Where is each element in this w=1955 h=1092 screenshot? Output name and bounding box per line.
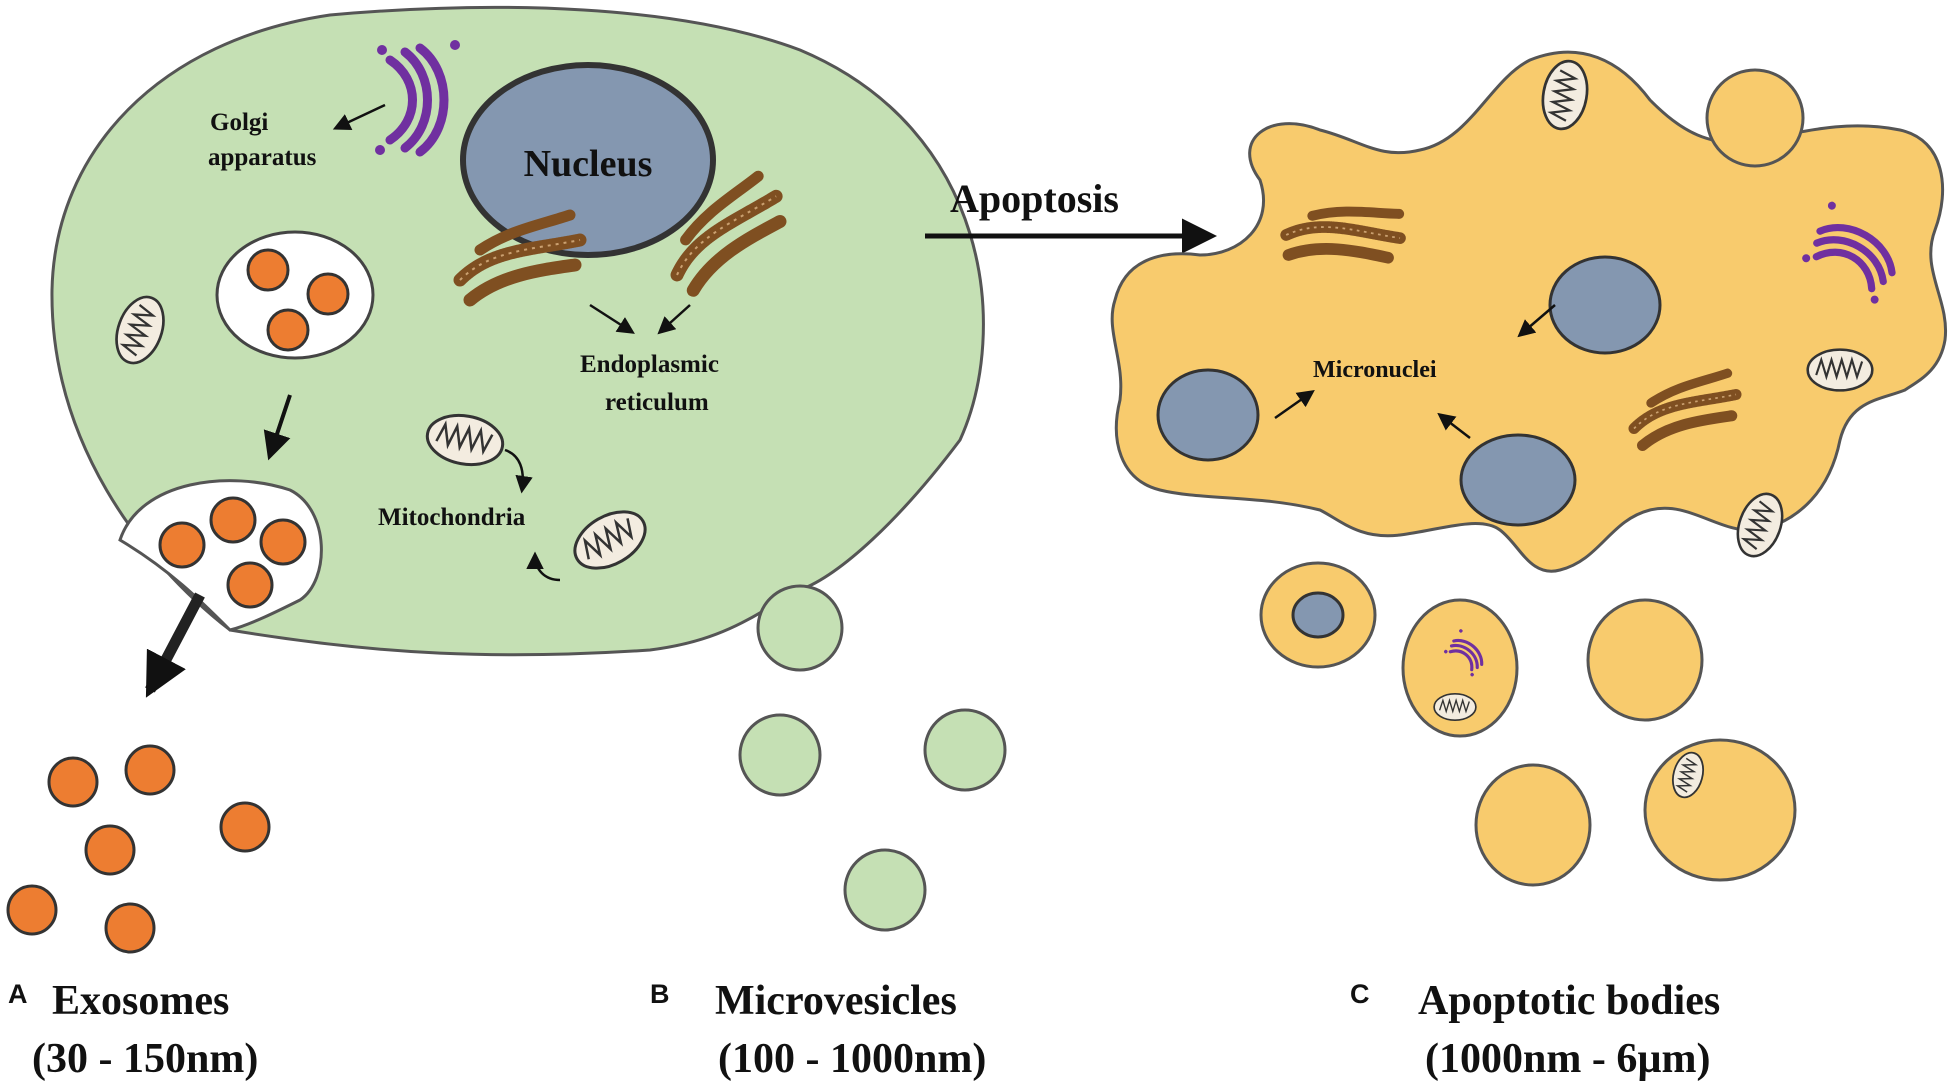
micronuclei-label: Micronuclei [1313, 357, 1437, 383]
microvesicles-size: (100 - 1000nm) [718, 1036, 986, 1082]
mito-arrow-top [504, 448, 533, 494]
pocket-exosome [226, 561, 274, 609]
released-exosomes [6, 744, 271, 954]
exosomes-title: Exosomes [52, 978, 229, 1024]
er-arrow-right [657, 304, 691, 335]
apoptotic-bodies-size: (1000nm - 6µm) [1425, 1036, 1711, 1082]
apoptotic-mito [1806, 348, 1874, 392]
apoptotic-body [1643, 738, 1797, 882]
mvb-exosome [266, 308, 310, 352]
micronucleus [1156, 368, 1260, 462]
er-label-line1: Endoplasmic [580, 351, 719, 378]
micronucleus [1548, 255, 1662, 355]
apoptotic-body-nucleus [1291, 591, 1345, 639]
mvb-exosome [306, 272, 350, 316]
micronuclei-arrow [1274, 389, 1315, 420]
apoptotic-body [1586, 598, 1704, 722]
micronuclei-arrow [1437, 412, 1471, 439]
mvb-arrow [263, 394, 292, 461]
panel-letter-c: C [1350, 979, 1370, 1009]
mito-label: Mitochondria [378, 504, 526, 531]
apoptotic-bleb [1705, 68, 1805, 168]
apoptotic-body [1401, 598, 1519, 738]
apoptotic-bodies [1259, 561, 1797, 887]
apoptotic-cell [1110, 50, 1948, 573]
mvb-exosome [246, 248, 290, 292]
microvesicles [738, 708, 1007, 932]
er-arrow-left [589, 303, 635, 334]
panel-letter-a: A [8, 979, 28, 1009]
budding-microvesicle [756, 584, 844, 672]
golgi-label-line2: apparatus [208, 144, 317, 171]
apoptotic-bodies-title: Apoptotic bodies [1418, 978, 1720, 1024]
er-label-line2: reticulum [605, 389, 709, 416]
pocket-exosome [209, 496, 257, 544]
exosomes-size: (30 - 150nm) [32, 1036, 258, 1082]
exosome [6, 884, 58, 936]
nucleus [460, 62, 716, 258]
golgi-label-line1: Golgi [210, 109, 268, 136]
panel-letter-b: B [650, 979, 670, 1009]
micronuclei-arrow [1517, 304, 1556, 338]
micronucleus [1459, 433, 1577, 527]
apoptotic-body [1474, 763, 1592, 887]
nucleus-label: Nucleus [524, 143, 653, 185]
microvesicle [843, 848, 927, 932]
microvesicles-title: Microvesicles [715, 978, 957, 1024]
exosome-release-arrow [145, 592, 205, 698]
apoptotic-body-mito [1433, 692, 1477, 722]
exosome [84, 824, 136, 876]
exosome [219, 801, 271, 853]
pocket-exosome [259, 518, 307, 566]
exosome [104, 902, 156, 954]
exosome [124, 744, 176, 796]
exosome [47, 756, 99, 808]
pocket-exosome [158, 521, 206, 569]
microvesicle [738, 713, 822, 797]
microvesicle [923, 708, 1007, 792]
apoptosis-label: Apoptosis [950, 176, 1119, 221]
golgi-arrow [332, 103, 386, 130]
mito-arrow-bottom [526, 551, 561, 582]
